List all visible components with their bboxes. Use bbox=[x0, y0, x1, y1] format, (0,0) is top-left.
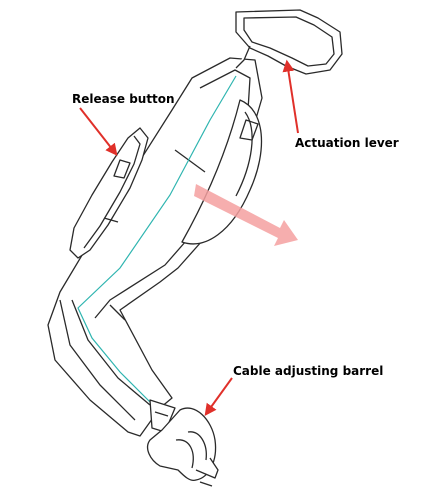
barrel-callout-arrow bbox=[204, 377, 233, 416]
direction-arrow bbox=[194, 184, 298, 246]
release-callout-arrow bbox=[79, 107, 118, 156]
callout-arrows bbox=[79, 59, 299, 416]
actuation-lever-label: Actuation lever bbox=[295, 136, 399, 150]
shifter-body bbox=[47, 57, 263, 437]
cable-adjusting-barrel-label: Cable adjusting barrel bbox=[233, 364, 384, 378]
lever-callout-arrow bbox=[282, 59, 299, 134]
actuation-lever bbox=[235, 9, 343, 75]
release-button bbox=[69, 127, 149, 259]
cable-accent-line bbox=[77, 75, 237, 403]
cable-adjusting-barrel bbox=[146, 399, 219, 487]
release-button-label: Release button bbox=[72, 92, 175, 106]
